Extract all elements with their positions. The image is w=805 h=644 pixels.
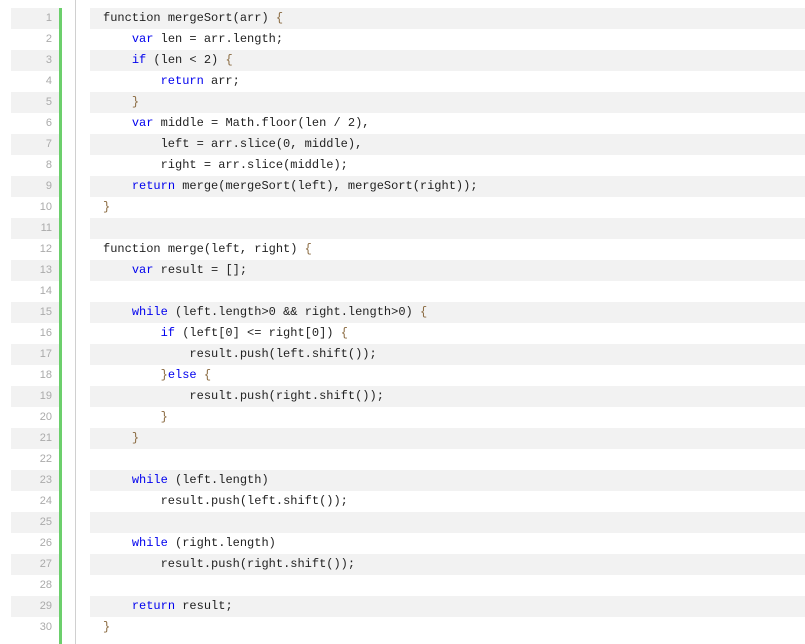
line-number: 6 bbox=[45, 117, 52, 129]
gutter-divider bbox=[75, 0, 76, 644]
line-number: 7 bbox=[11, 134, 59, 155]
code-line[interactable]: } bbox=[90, 197, 805, 218]
line-number: 1 bbox=[11, 8, 59, 29]
line-number: 25 bbox=[11, 512, 59, 533]
keyword-token: var bbox=[131, 263, 154, 277]
line-number: 23 bbox=[11, 470, 59, 491]
line-number: 20 bbox=[39, 411, 52, 423]
keyword-token: else bbox=[167, 368, 197, 382]
keyword-token: while bbox=[131, 305, 168, 319]
keyword-token: return bbox=[131, 599, 176, 613]
keyword-token: var bbox=[131, 116, 154, 130]
code-line[interactable]: } bbox=[90, 92, 805, 113]
code-line[interactable] bbox=[90, 512, 805, 533]
line-number: 11 bbox=[11, 218, 59, 239]
code-line[interactable]: result.push(left.shift()); bbox=[160, 494, 348, 508]
keyword-token: while bbox=[131, 536, 168, 550]
keyword-token: if bbox=[131, 53, 147, 67]
code-line[interactable]: return merge(mergeSort(left), mergeSort(… bbox=[90, 176, 805, 197]
code-line[interactable]: function merge(left, right) { bbox=[103, 242, 312, 256]
code-line[interactable] bbox=[90, 218, 805, 239]
code-line[interactable]: function mergeSort(arr) { bbox=[90, 8, 805, 29]
line-number: 15 bbox=[11, 302, 59, 323]
keyword-token: while bbox=[131, 473, 168, 487]
line-number: 21 bbox=[11, 428, 59, 449]
code-line[interactable]: while (left.length) bbox=[90, 470, 805, 491]
code-line[interactable]: result.push(right.shift()); bbox=[90, 386, 805, 407]
line-number: 28 bbox=[39, 579, 52, 591]
line-number: 13 bbox=[11, 260, 59, 281]
line-number: 18 bbox=[39, 369, 52, 381]
code-line[interactable]: if (len < 2) { bbox=[90, 50, 805, 71]
code-line[interactable]: left = arr.slice(0, middle), bbox=[90, 134, 805, 155]
code-line[interactable]: while (right.length) bbox=[131, 536, 276, 550]
brace-token: } bbox=[131, 431, 140, 445]
code-line[interactable]: } bbox=[90, 617, 805, 638]
brace-token: } bbox=[160, 410, 168, 424]
line-number: 29 bbox=[11, 596, 59, 617]
code-line[interactable]: } bbox=[90, 407, 805, 428]
line-number: 5 bbox=[11, 92, 59, 113]
code-line[interactable]: result.push(right.shift()); bbox=[90, 554, 805, 575]
code-line[interactable]: var result = []; bbox=[90, 260, 805, 281]
code-line[interactable] bbox=[90, 449, 805, 470]
code-line[interactable]: } bbox=[90, 428, 805, 449]
brace-token: { bbox=[419, 305, 428, 319]
line-number: 16 bbox=[39, 327, 52, 339]
keyword-token: return bbox=[131, 179, 176, 193]
line-number: 10 bbox=[39, 201, 52, 213]
line-number: 26 bbox=[39, 537, 52, 549]
code-line[interactable]: if (left[0] <= right[0]) { bbox=[160, 326, 348, 340]
line-number: 8 bbox=[45, 159, 52, 171]
line-number: 19 bbox=[11, 386, 59, 407]
line-number: 4 bbox=[45, 75, 52, 87]
line-number: 17 bbox=[11, 344, 59, 365]
code-line[interactable]: while (left.length>0 && right.length>0) … bbox=[90, 302, 805, 323]
code-line[interactable]: var middle = Math.floor(len / 2), bbox=[131, 116, 370, 130]
keyword-token: if bbox=[160, 326, 176, 340]
code-line[interactable]: right = arr.slice(middle); bbox=[160, 158, 348, 172]
code-line[interactable] bbox=[90, 281, 805, 302]
brace-token: } bbox=[103, 200, 111, 214]
line-number: 24 bbox=[39, 495, 52, 507]
line-number: 9 bbox=[11, 176, 59, 197]
code-line[interactable]: }else { bbox=[90, 365, 805, 386]
line-number: 2 bbox=[45, 33, 52, 45]
brace-token: { bbox=[203, 368, 212, 382]
keyword-token: var bbox=[131, 32, 154, 46]
brace-token: { bbox=[340, 326, 348, 340]
line-number: 12 bbox=[39, 243, 52, 255]
change-marker-bar bbox=[59, 8, 62, 644]
brace-token: } bbox=[131, 95, 140, 109]
line-number: 22 bbox=[39, 453, 52, 465]
code-line[interactable]: result.push(left.shift()); bbox=[90, 344, 805, 365]
brace-token: { bbox=[275, 11, 284, 25]
code-line[interactable]: return result; bbox=[90, 596, 805, 617]
code-line[interactable]: var len = arr.length; bbox=[131, 32, 284, 46]
brace-token: } bbox=[160, 368, 168, 382]
code-line[interactable]: return arr; bbox=[160, 74, 240, 88]
brace-token: { bbox=[304, 242, 312, 256]
line-number: 27 bbox=[11, 554, 59, 575]
line-number: 3 bbox=[11, 50, 59, 71]
brace-token: } bbox=[103, 620, 111, 634]
code-line[interactable] bbox=[90, 575, 805, 596]
brace-token: { bbox=[225, 53, 233, 67]
line-number: 30 bbox=[39, 621, 52, 633]
keyword-token: return bbox=[160, 74, 204, 88]
line-number: 14 bbox=[39, 285, 52, 297]
